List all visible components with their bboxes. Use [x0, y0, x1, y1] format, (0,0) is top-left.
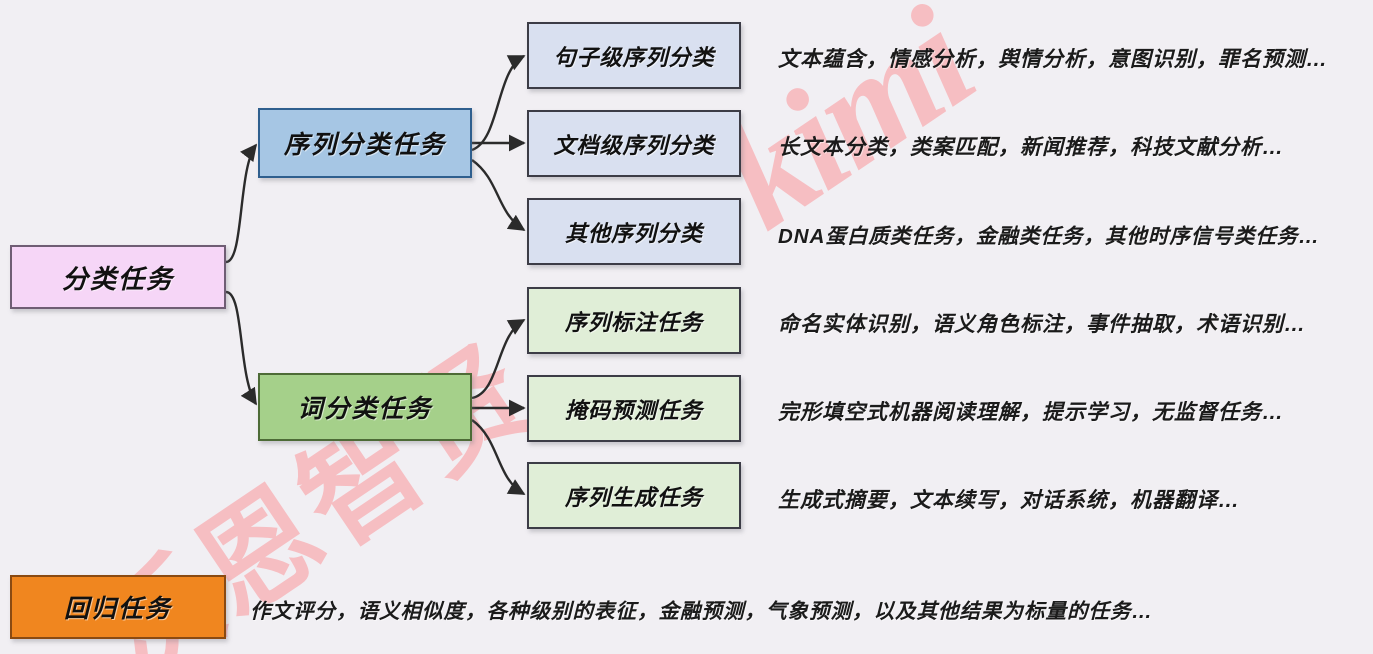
node-mask-prediction-task-label: 掩码预测任务	[564, 397, 703, 423]
node-sequence-tagging-task-label: 序列标注任务	[564, 309, 703, 335]
link-word-to-generation	[471, 419, 526, 496]
link-sequence-to-sentence	[471, 54, 526, 152]
description-sentence-level: 文本蕴含，情感分析，舆情分析，意图识别，罪名预测…	[778, 48, 1328, 71]
description-sequence-generation: 生成式摘要，文本续写，对话系统，机器翻译…	[778, 489, 1240, 512]
description-document-level: 长文本分类，类案匹配，新闻推荐，科技文献分析…	[778, 136, 1284, 159]
node-other-sequence-classification[interactable]: 其他序列分类	[527, 198, 741, 265]
node-sentence-level-sequence-classification-label: 句子级序列分类	[553, 44, 715, 70]
node-sequence-classification-task-label: 序列分类任务	[283, 131, 446, 159]
link-sequence-to-other	[471, 159, 526, 232]
node-sequence-generation-task[interactable]: 序列生成任务	[527, 462, 741, 529]
node-sequence-tagging-task[interactable]: 序列标注任务	[527, 287, 741, 354]
node-document-level-sequence-classification[interactable]: 文档级序列分类	[527, 110, 741, 177]
node-regression-task-label: 回归任务	[63, 595, 172, 623]
node-word-classification-task[interactable]: 词分类任务	[258, 373, 472, 441]
node-word-classification-task-label: 词分类任务	[297, 395, 433, 423]
node-sequence-classification-task[interactable]: 序列分类任务	[258, 108, 472, 178]
description-other-sequence: DNA蛋白质类任务，金融类任务，其他时序信号类任务…	[778, 225, 1320, 248]
node-document-level-sequence-classification-label: 文档级序列分类	[553, 132, 715, 158]
description-sequence-tagging: 命名实体识别，语义角色标注，事件抽取，术语识别…	[778, 313, 1306, 336]
node-sequence-generation-task-label: 序列生成任务	[564, 484, 703, 510]
node-classification-task[interactable]: 分类任务	[10, 245, 226, 309]
link-root-to-sequence	[225, 143, 258, 264]
link-word-to-tagging	[471, 318, 526, 400]
node-classification-task-label: 分类任务	[61, 263, 174, 294]
node-other-sequence-classification-label: 其他序列分类	[564, 220, 703, 246]
description-regression: 作文评分，语义相似度，各种级别的表征，金融预测，气象预测，以及其他结果为标量的任…	[250, 600, 1153, 623]
node-sentence-level-sequence-classification[interactable]: 句子级序列分类	[527, 22, 741, 89]
node-regression-task[interactable]: 回归任务	[10, 575, 226, 639]
description-mask-prediction: 完形填空式机器阅读理解，提示学习，无监督任务…	[778, 401, 1284, 424]
link-root-to-word	[225, 290, 258, 406]
node-mask-prediction-task[interactable]: 掩码预测任务	[527, 375, 741, 442]
